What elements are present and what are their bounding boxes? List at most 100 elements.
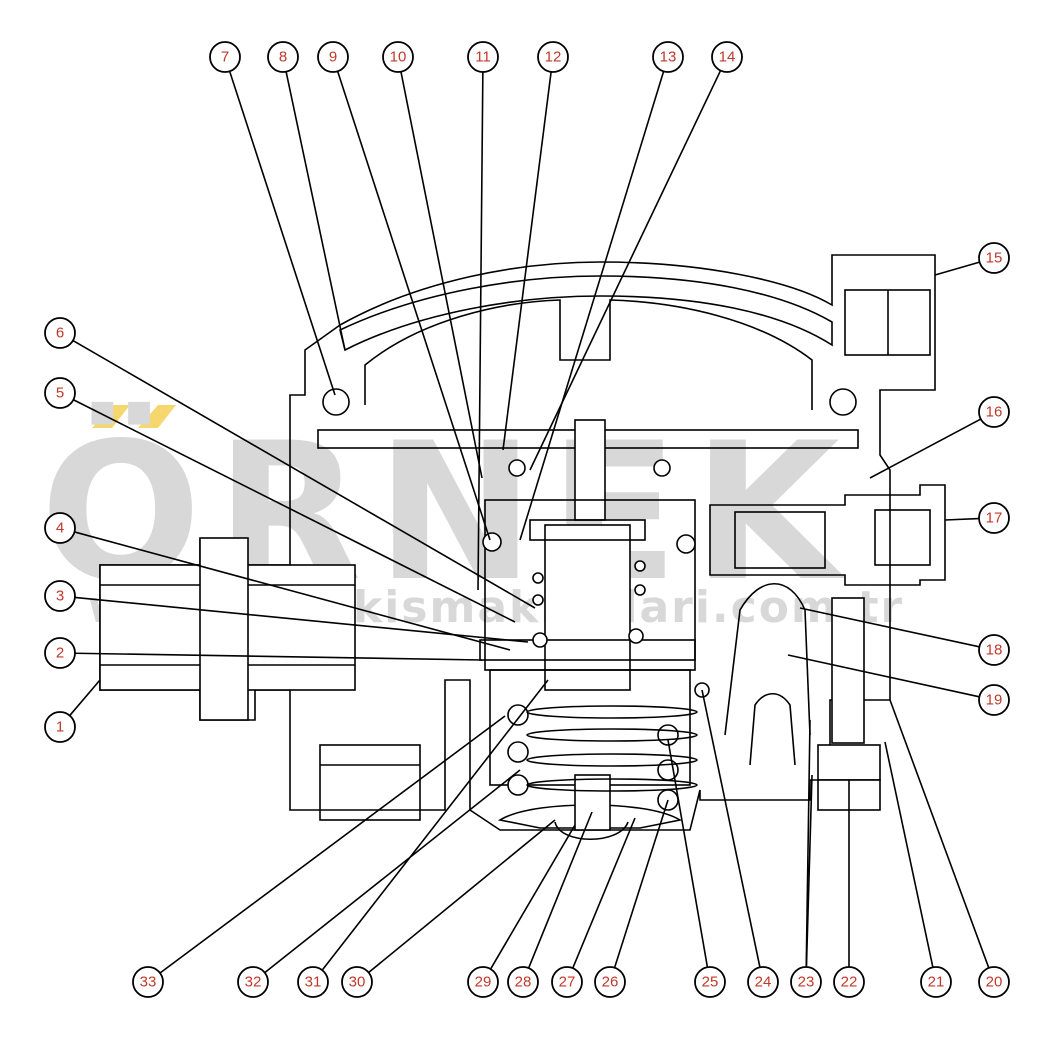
callout-number: 28	[515, 974, 532, 991]
callout-6: 6	[44, 317, 76, 349]
leader-line-19	[787, 654, 980, 698]
callout-14: 14	[711, 41, 743, 73]
o-ring	[532, 572, 544, 584]
callout-circle	[44, 580, 76, 612]
leader-line-15	[934, 261, 980, 276]
callout-number: 32	[245, 974, 262, 991]
callout-30: 30	[341, 966, 373, 998]
callout-32: 32	[237, 966, 269, 998]
leader-line-1	[69, 679, 101, 717]
callout-number: 2	[56, 645, 64, 662]
spring-coil	[507, 704, 529, 726]
watermark-accent-left	[92, 405, 130, 428]
callout-circle	[467, 41, 499, 73]
callout-circle	[978, 966, 1010, 998]
leader-line-7	[228, 71, 336, 396]
callout-circle	[978, 634, 1010, 666]
leader-line-10	[400, 71, 483, 479]
leader-line-29	[489, 824, 576, 970]
housing-outline	[99, 254, 936, 831]
callout-number: 6	[56, 325, 64, 342]
callout-23: 23	[790, 966, 822, 998]
callout-number: 3	[56, 588, 64, 605]
leader-line-4	[74, 531, 511, 651]
callout-circle	[747, 966, 779, 998]
callout-number: 15	[986, 250, 1003, 267]
right-chamber-inner	[749, 692, 796, 766]
valve-seat-plate	[479, 639, 696, 661]
callout-circle	[209, 41, 241, 73]
leader-line-32	[264, 769, 521, 974]
bottom-plug	[574, 774, 611, 831]
callout-circle	[833, 966, 865, 998]
callout-24: 24	[747, 966, 779, 998]
callout-number: 25	[702, 974, 719, 991]
valve-stem	[574, 419, 606, 521]
o-ring	[508, 459, 526, 477]
callout-5: 5	[44, 377, 76, 409]
callout-circle	[44, 637, 76, 669]
callout-number: 23	[798, 974, 815, 991]
valve-piston	[544, 524, 631, 691]
callout-number: 30	[349, 974, 366, 991]
lower-left-block	[319, 744, 421, 821]
callout-circle	[467, 966, 499, 998]
bolt-head	[817, 744, 881, 781]
callout-circle	[44, 711, 76, 743]
callout-number: 8	[279, 49, 287, 66]
callout-number: 26	[602, 974, 619, 991]
callout-number: 16	[986, 404, 1003, 421]
leader-line-18	[799, 607, 980, 648]
leader-line-27	[572, 817, 636, 969]
spring-wire	[526, 778, 698, 792]
callout-circle	[978, 502, 1010, 534]
leader-line-11	[477, 71, 484, 591]
callout-2: 2	[44, 637, 76, 669]
spring-coil	[507, 741, 529, 763]
spring-wire	[526, 753, 698, 767]
callout-22: 22	[833, 966, 865, 998]
leader-lines	[69, 70, 990, 974]
callout-circle	[341, 966, 373, 998]
o-ring	[322, 388, 350, 416]
callout-25: 25	[694, 966, 726, 998]
callout-circle	[507, 966, 539, 998]
solenoid-cap	[874, 509, 931, 566]
callout-number: 31	[305, 974, 322, 991]
o-ring	[482, 532, 502, 552]
leader-line-8	[285, 71, 346, 351]
callout-21: 21	[920, 966, 952, 998]
leader-line-20	[889, 699, 990, 969]
callout-circle	[44, 512, 76, 544]
callout-number: 33	[140, 974, 157, 991]
callout-9: 9	[317, 41, 349, 73]
callout-number: 29	[475, 974, 492, 991]
callout-circle	[132, 966, 164, 998]
callout-number: 21	[928, 974, 945, 991]
callout-circle	[237, 966, 269, 998]
callout-circle	[694, 966, 726, 998]
callout-circle	[652, 41, 684, 73]
callout-33: 33	[132, 966, 164, 998]
callout-7: 7	[209, 41, 241, 73]
leader-line-25	[667, 739, 709, 968]
callout-circle	[44, 377, 76, 409]
callout-10: 10	[382, 41, 414, 73]
leader-line-26	[613, 799, 669, 968]
dome-cover	[339, 275, 833, 352]
callout-circle	[297, 966, 329, 998]
callout-8: 8	[267, 41, 299, 73]
callout-circle	[711, 41, 743, 73]
leader-line-2	[74, 652, 483, 661]
callout-13: 13	[652, 41, 684, 73]
leader-line-12	[502, 71, 552, 451]
callout-27: 27	[551, 966, 583, 998]
callout-number: 17	[986, 510, 1003, 527]
o-ring	[829, 388, 857, 416]
leader-line-24	[701, 689, 761, 968]
callout-1: 1	[44, 711, 76, 743]
o-ring	[634, 584, 646, 596]
leader-line-14	[529, 70, 722, 471]
